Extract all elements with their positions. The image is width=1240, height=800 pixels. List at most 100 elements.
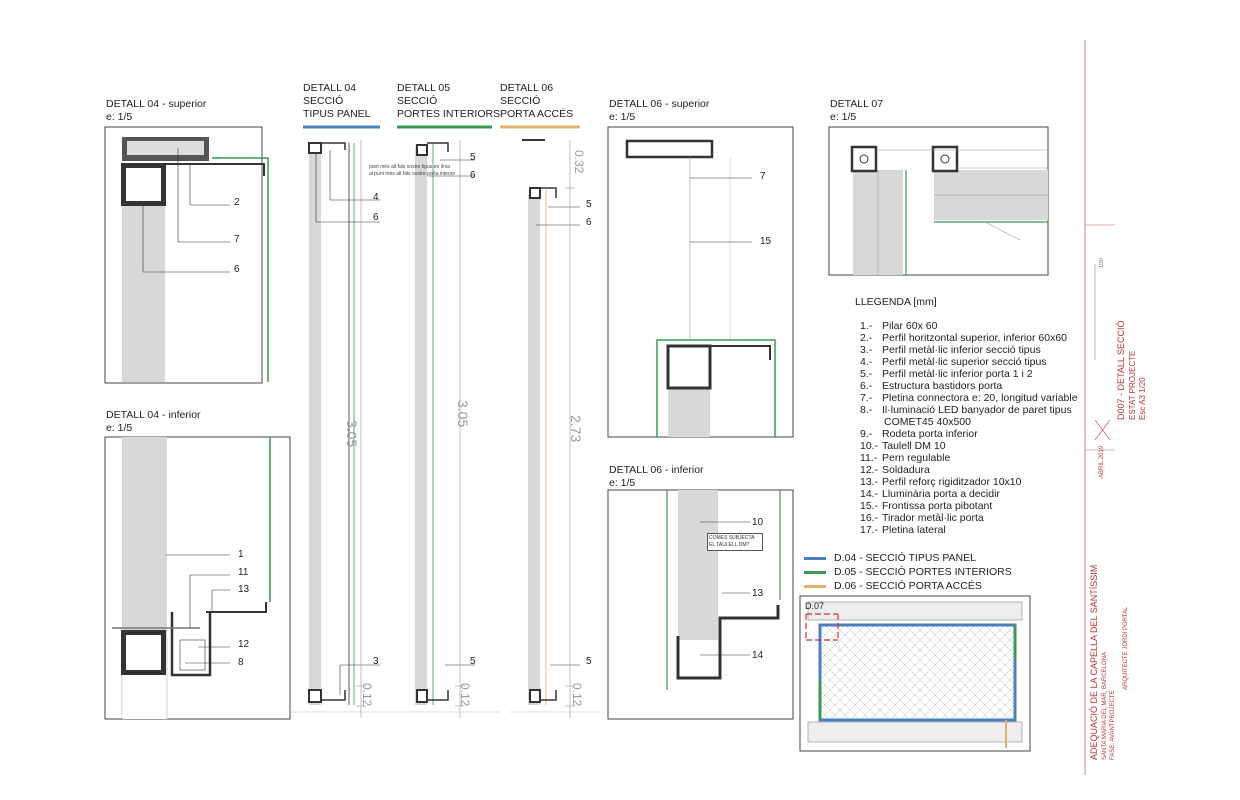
legend-item-text: Pilar 60x 60 bbox=[882, 320, 938, 332]
callout-d04s: 6 bbox=[234, 264, 240, 275]
project-phase: FASE: AVANTPROJECTE bbox=[1110, 690, 1116, 760]
legend-item: 17.-Pletina lateral bbox=[860, 524, 1078, 536]
section-05-drawing bbox=[397, 125, 500, 718]
key-d04: D.04 - SECCIÓ TIPUS PANEL bbox=[804, 552, 976, 564]
legend-item-text: COMET45 40x500 bbox=[884, 416, 971, 428]
callout-s2: 5 bbox=[470, 656, 476, 667]
dim-s3-bottom: 0.12 bbox=[570, 683, 584, 707]
callout-s3: 6 bbox=[586, 217, 592, 228]
detail-04-inferior-drawing bbox=[104, 436, 291, 720]
detail-06-superior-scale: e: 1/5 bbox=[609, 111, 636, 123]
detail-07-drawing bbox=[828, 126, 1049, 276]
legend-item: 8.-Il·luminació LED banyador de paret ti… bbox=[860, 404, 1078, 416]
legend-item: 7.- Pletina connectora e: 20, longitud va… bbox=[860, 392, 1078, 404]
callout-s2: 5 bbox=[470, 152, 476, 163]
detail-04-superior-title: DETALL 04 - superior bbox=[106, 98, 207, 110]
legend-item: 14.-Lluminària porta a decidir bbox=[860, 488, 1078, 500]
legend-item: 3.-Perfil metàl·lic inferior secció tipu… bbox=[860, 344, 1078, 356]
callout-d04i: 11 bbox=[238, 567, 249, 578]
callout-d04i: 8 bbox=[238, 657, 244, 668]
detail-06-superior-drawing bbox=[607, 126, 794, 438]
detail-06-inferior-scale: e: 1/5 bbox=[609, 477, 636, 489]
legend-item-text: Soldadura bbox=[882, 464, 930, 476]
callout-d04i: 1 bbox=[238, 549, 244, 560]
legend-item-number: 5.- bbox=[860, 368, 873, 380]
detail-07-scale: e: 1/5 bbox=[830, 111, 857, 123]
key-d05-swatch bbox=[804, 570, 826, 574]
title-block-lines bbox=[1084, 40, 1115, 775]
note-dm-board: COMES SUBJECTA EL TAULELL DM? bbox=[707, 533, 763, 551]
plan-label: D.07 bbox=[805, 601, 825, 611]
project-architect: ARQUITECTE JORDI PORTAL bbox=[1123, 606, 1129, 690]
section-04-header: DETALL 04 SECCIÓ TIPUS PANEL bbox=[303, 82, 371, 120]
dim-s3-top: 0.32 bbox=[572, 150, 586, 174]
detail-06-inferior-title: DETALL 06 - inferior bbox=[609, 464, 704, 476]
legend-item-text: Perfil horitzontal superior, inferior 60… bbox=[882, 332, 1068, 344]
callout-d06i: 14 bbox=[752, 650, 764, 661]
legend-item-number: 7.- bbox=[860, 392, 873, 404]
callout-s3: 5 bbox=[586, 199, 592, 210]
legend-item-number: 6.- bbox=[860, 380, 873, 392]
key-d06-swatch bbox=[804, 584, 826, 588]
legend-item-number: 14.- bbox=[860, 488, 879, 500]
legend-item-number: 11.- bbox=[860, 452, 878, 464]
legend-item: 10.-Taulell DM 10 bbox=[860, 440, 1078, 452]
section-06-drawing bbox=[500, 125, 600, 718]
legend-item: 12.-Soldadura bbox=[860, 464, 1078, 476]
key-d05: D.05 - SECCIÓ PORTES INTERIORS bbox=[804, 566, 1012, 578]
legend-item-number bbox=[860, 416, 882, 428]
section-06-header: DETALL 06 SECCIÓ PORTA ACCÉS bbox=[500, 82, 574, 120]
detail-04-superior-scale: e: 1/5 bbox=[106, 111, 133, 123]
legend-item-text: Taulell DM 10 bbox=[882, 440, 946, 452]
legend-item-text: Il·luminació LED banyador de paret tipus bbox=[882, 404, 1072, 416]
sheet-estat: ESTAT PROJECTE bbox=[1128, 350, 1137, 420]
callout-s3: 5 bbox=[586, 656, 592, 667]
legend-item-text: Perfil metàl·lic superior secció tipus bbox=[882, 356, 1047, 368]
legend-item-number: 4.- bbox=[860, 356, 873, 368]
callout-s1: 4 bbox=[373, 192, 379, 203]
legend-item-number: 12.- bbox=[860, 464, 879, 476]
legend-item-number: 3.- bbox=[860, 344, 873, 356]
legend-item-text: Pletina connectora e: 20, longitud varia… bbox=[882, 392, 1078, 404]
sheet-date: ABRIL 2019 bbox=[1099, 445, 1105, 478]
callout-d06s: 15 bbox=[760, 236, 772, 247]
callout-d04i: 13 bbox=[238, 584, 250, 595]
note-ceiling-1: punt més alt fals sostre tipus en línia bbox=[369, 164, 450, 170]
sheet-scale: Esc A3 1/20 bbox=[1138, 377, 1147, 420]
callout-d06i: 13 bbox=[752, 588, 764, 599]
detail-06-superior-title: DETALL 06 - superior bbox=[609, 98, 710, 110]
section-04-drawing bbox=[290, 125, 400, 718]
legend-item: 1.- Pilar 60x 60 bbox=[860, 320, 1078, 332]
legend-title: LLEGENDA [mm] bbox=[855, 296, 937, 308]
legend-item-text: Estructura bastidors porta bbox=[882, 380, 1003, 392]
sheet-name: D007 - DETALL SECCIÓ bbox=[1116, 320, 1126, 420]
legend-item-number: 1.- bbox=[860, 320, 873, 332]
section-05-header: DETALL 05 SECCIÓ PORTES INTERIORS bbox=[397, 82, 501, 120]
detail-04-inferior-title: DETALL 04 - inferior bbox=[106, 409, 201, 421]
legend-item-text: Pern regulable bbox=[882, 452, 951, 464]
scale-mark: 1/20 bbox=[1099, 258, 1105, 268]
legend-item: 6.- Estructura bastidors porta bbox=[860, 380, 1078, 392]
legend-item: 9.-Rodeta porta inferior bbox=[860, 428, 1078, 440]
legend-item-text: Perfil metàl·lic inferior porta 1 i 2 bbox=[882, 368, 1033, 380]
legend-item-number: 2.- bbox=[860, 332, 873, 344]
legend-item-number: 13.- bbox=[860, 476, 879, 488]
callout-s1: 6 bbox=[373, 212, 379, 223]
legend-item: 4.- Perfil metàl·lic superior secció tipu… bbox=[860, 356, 1078, 368]
detail-07-title: DETALL 07 bbox=[830, 98, 884, 110]
detail-04-inferior-scale: e: 1/5 bbox=[106, 422, 133, 434]
callout-d04i: 12 bbox=[238, 639, 250, 650]
callout-d06s: 7 bbox=[760, 171, 766, 182]
key-d04-swatch bbox=[804, 556, 826, 560]
legend-item-number: 15.- bbox=[860, 500, 879, 512]
legend-list: 1.- Pilar 60x 60 2.- Perfil horitzontal sup… bbox=[860, 320, 1078, 536]
legend-item-text: Rodeta porta inferior bbox=[882, 428, 978, 440]
legend-item: 5.- Perfil metàl·lic inferior porta 1 i 2 bbox=[860, 368, 1078, 380]
legend-item: 13.-Perfil reforç rigiditzador 10x10 bbox=[860, 476, 1078, 488]
legend-item-text: Perfil reforç rigiditzador 10x10 bbox=[882, 476, 1022, 488]
legend-item: 2.- Perfil horitzontal superior, inferior… bbox=[860, 332, 1078, 344]
dim-s2-bottom: 0.12 bbox=[458, 683, 472, 707]
legend-item-number: 10.- bbox=[860, 440, 879, 452]
legend-item: 16.-Tirador metàl·lic porta bbox=[860, 512, 1078, 524]
